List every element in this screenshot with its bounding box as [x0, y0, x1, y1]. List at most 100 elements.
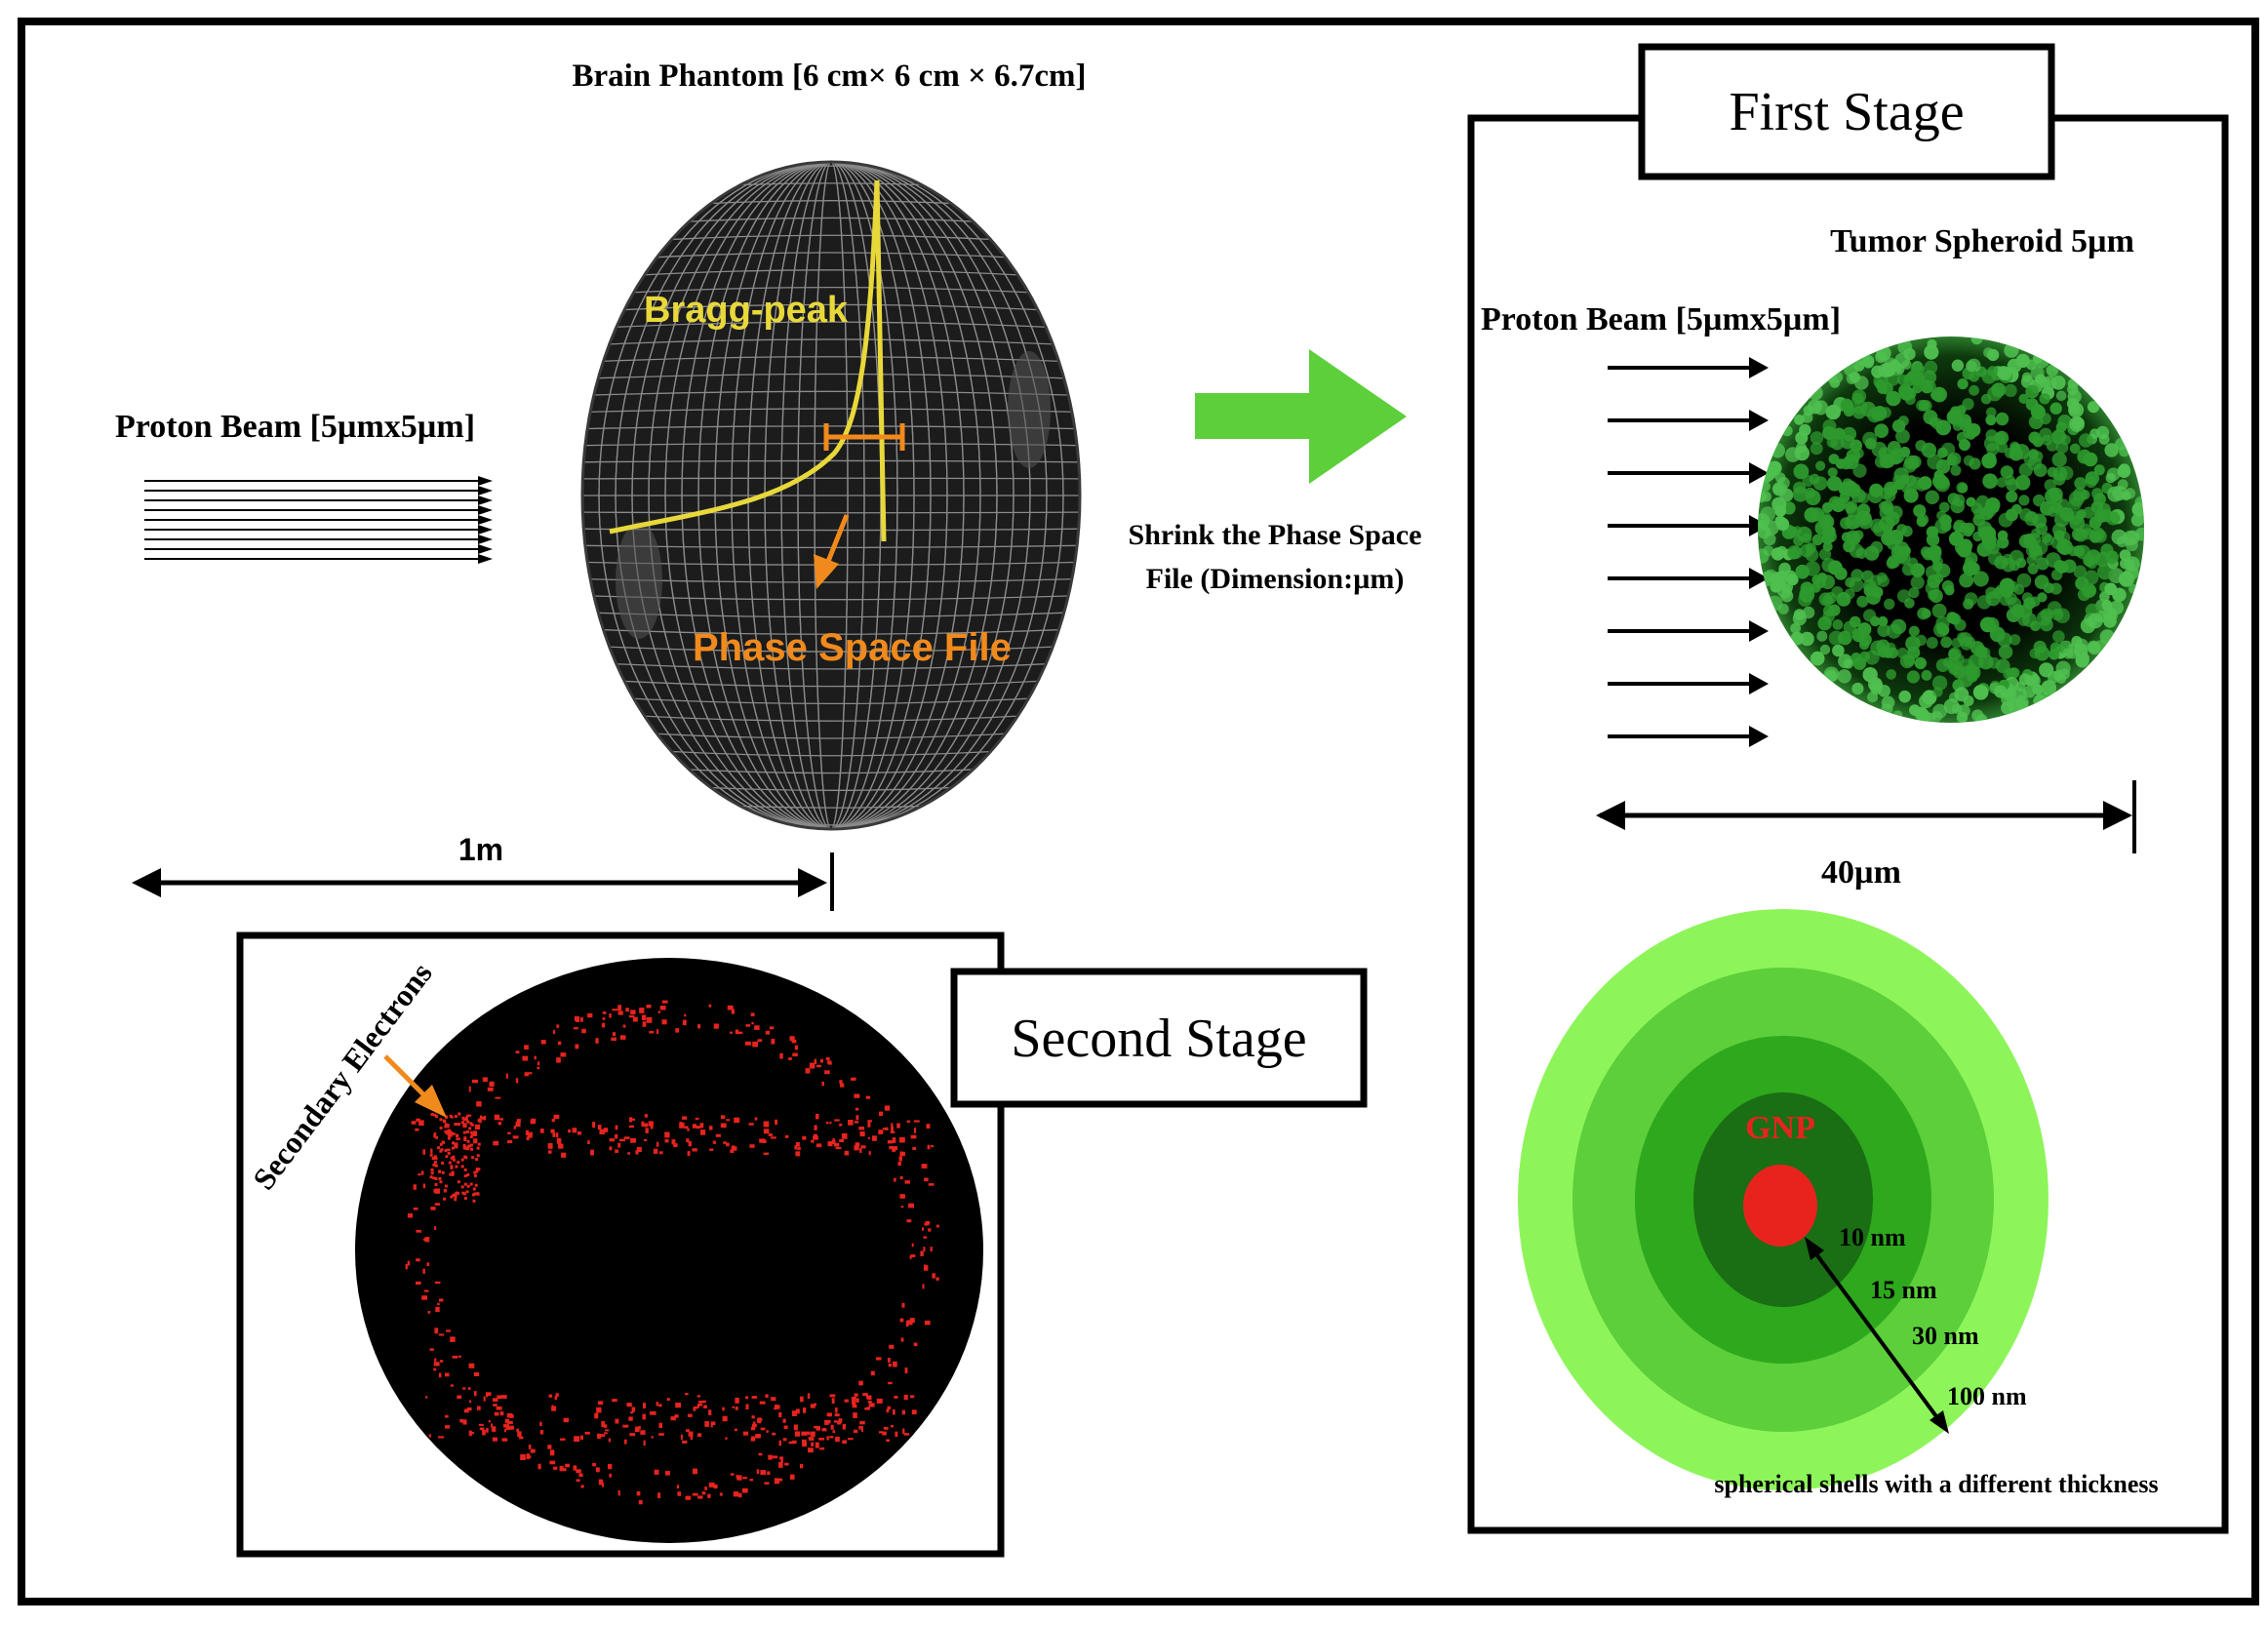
- electron-dot: [899, 1175, 903, 1179]
- electron-dot: [800, 1396, 804, 1403]
- electron-dot: [831, 1139, 836, 1144]
- electron-dot: [434, 1183, 438, 1186]
- spheroid-cell: [1852, 406, 1866, 419]
- electron-dot: [468, 1127, 472, 1130]
- electron-dot: [735, 1397, 739, 1404]
- electron-dot: [851, 1077, 856, 1081]
- electron-dot: [434, 1203, 440, 1206]
- electron-dot: [598, 1479, 603, 1486]
- electron-dot: [557, 1041, 562, 1046]
- electron-dot: [517, 1431, 522, 1438]
- spheroid-cell: [1972, 531, 1983, 542]
- electron-dot: [853, 1412, 857, 1418]
- electron-dot: [638, 1499, 643, 1505]
- electron-dot: [425, 1396, 428, 1399]
- electron-dot: [492, 1437, 497, 1442]
- electron-dot: [493, 1140, 499, 1146]
- spheroid-cell: [1958, 483, 1969, 494]
- spheroid-cell: [2032, 353, 2043, 364]
- electron-dot: [628, 1014, 635, 1018]
- electron-dot: [509, 1425, 514, 1430]
- electron-dot: [617, 1142, 621, 1148]
- spheroid-cell: [1888, 441, 1901, 455]
- spheroid-cell: [1793, 535, 1805, 546]
- electron-dot: [879, 1431, 884, 1434]
- electron-dot: [751, 1415, 755, 1419]
- electron-dot: [629, 1117, 633, 1123]
- electron-dot: [657, 1141, 659, 1147]
- spheroid-cell: [2030, 620, 2041, 632]
- electron-dot: [463, 1136, 467, 1141]
- electron-dot: [430, 1171, 434, 1175]
- second-stage-title-box: [950, 968, 1368, 1108]
- spheroid-cell: [2027, 563, 2039, 575]
- electron-dot: [466, 1407, 472, 1411]
- electron-dot: [611, 1037, 617, 1042]
- electron-dot: [430, 1148, 433, 1154]
- electron-dot: [454, 1198, 458, 1202]
- electron-dot: [742, 1477, 748, 1480]
- electron-dot: [594, 1412, 599, 1419]
- spheroid-cell: [2021, 592, 2033, 604]
- spheroid-cell: [1763, 545, 1774, 557]
- electron-dot: [651, 1436, 654, 1439]
- electron-dot: [800, 1463, 804, 1469]
- electron-dot: [904, 1367, 908, 1374]
- spheroid-cell: [2037, 592, 2048, 603]
- electron-dot: [774, 1478, 780, 1485]
- electron-dot: [456, 1134, 459, 1137]
- electron-dot: [791, 1410, 797, 1416]
- electron-dot: [460, 1121, 464, 1125]
- electron-dot: [473, 1192, 477, 1196]
- electron-dot: [814, 1426, 818, 1429]
- spheroid-cell: [1812, 476, 1828, 491]
- spheroid-cell: [2049, 402, 2062, 415]
- spheroid-cell: [1980, 393, 1992, 405]
- gnp-core: [1743, 1165, 1817, 1247]
- electron-dot: [574, 1436, 580, 1443]
- electron-dot: [612, 1009, 618, 1011]
- electron-dot: [803, 1407, 807, 1413]
- electron-dot: [895, 1431, 898, 1438]
- electron-dot: [433, 1362, 440, 1367]
- electron-dot: [499, 1410, 503, 1416]
- electron-dot: [687, 1128, 690, 1131]
- electron-dot: [789, 1036, 795, 1042]
- electron-dot: [524, 1072, 529, 1077]
- spheroid-cell: [2018, 393, 2029, 404]
- electron-dot: [603, 1424, 608, 1428]
- electron-dot: [452, 1141, 455, 1145]
- electron-dot: [548, 1394, 553, 1398]
- electron-dot: [470, 1147, 473, 1151]
- spheroid-cell: [1976, 541, 1992, 557]
- second-stage-frame: [236, 931, 1005, 1558]
- electron-dot: [847, 1438, 854, 1441]
- electron-dot: [432, 1163, 436, 1167]
- spheroid-cell: [1815, 460, 1826, 471]
- electron-dot: [692, 1148, 697, 1152]
- electron-dot: [913, 1342, 918, 1347]
- electron-dot: [854, 1093, 860, 1098]
- spherical-shells: [1518, 909, 2049, 1490]
- spheroid-cell: [1840, 517, 1852, 530]
- electron-dot: [629, 1433, 636, 1437]
- electron-dot: [771, 1039, 776, 1045]
- electron-dot: [469, 1122, 473, 1126]
- electron-dot: [758, 1452, 763, 1456]
- electron-dot: [496, 1406, 502, 1410]
- electron-dot: [609, 1138, 615, 1142]
- electron-dot: [887, 1406, 891, 1410]
- electron-dot: [450, 1195, 454, 1199]
- spheroid-cell: [1969, 371, 1980, 382]
- spheroid-cell: [1837, 630, 1852, 646]
- spheroid-cell: [2083, 452, 2098, 467]
- electron-dot: [433, 1367, 437, 1371]
- electron-dot: [540, 1040, 546, 1045]
- spheroid-cell: [1954, 539, 1970, 555]
- electron-dot: [434, 1164, 438, 1168]
- electron-dot: [885, 1127, 889, 1130]
- electron-dot: [658, 1151, 663, 1155]
- spheroid-cell: [1886, 557, 1898, 570]
- spheroid-cell: [1792, 526, 1803, 536]
- electron-dot: [900, 1206, 904, 1209]
